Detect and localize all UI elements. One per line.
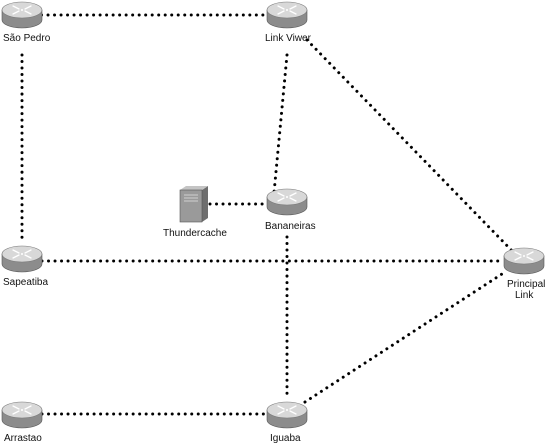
router-icon [266, 1, 308, 29]
router-icon [503, 247, 545, 275]
link-link-viwer-to-principal-link [305, 38, 521, 260]
link-iguaba-to-principal-link [303, 270, 507, 404]
node-sao-pedro: São Pedro [1, 1, 51, 44]
server-icon [179, 186, 208, 223]
node-iguaba: Iguaba [266, 401, 308, 444]
node-link-viwer: Link Viwer [265, 1, 312, 44]
links-layer [20, 13, 521, 416]
node-arrastao: Arrastao [1, 401, 43, 444]
node-label-arrastao: Arrastao [4, 433, 42, 444]
router-icon [1, 1, 43, 29]
node-label-link-viwer: Link Viwer [265, 33, 312, 44]
router-icon [266, 401, 308, 429]
router-icon [1, 245, 43, 273]
router-icon [266, 188, 308, 216]
node-label-bananeiras: Bananeiras [265, 221, 316, 232]
node-label-sao-pedro: São Pedro [3, 33, 51, 44]
router-icon [1, 401, 43, 429]
link-link-viwer-to-bananeiras [272, 53, 289, 195]
node-bananeiras: Bananeiras [265, 188, 316, 232]
node-sapeatiba: Sapeatiba [1, 245, 48, 288]
node-label-sapeatiba: Sapeatiba [3, 277, 48, 288]
node-thundercache: Thundercache [163, 186, 227, 239]
node-label-thundercache: Thundercache [163, 228, 227, 239]
node-label-iguaba: Iguaba [270, 433, 301, 444]
